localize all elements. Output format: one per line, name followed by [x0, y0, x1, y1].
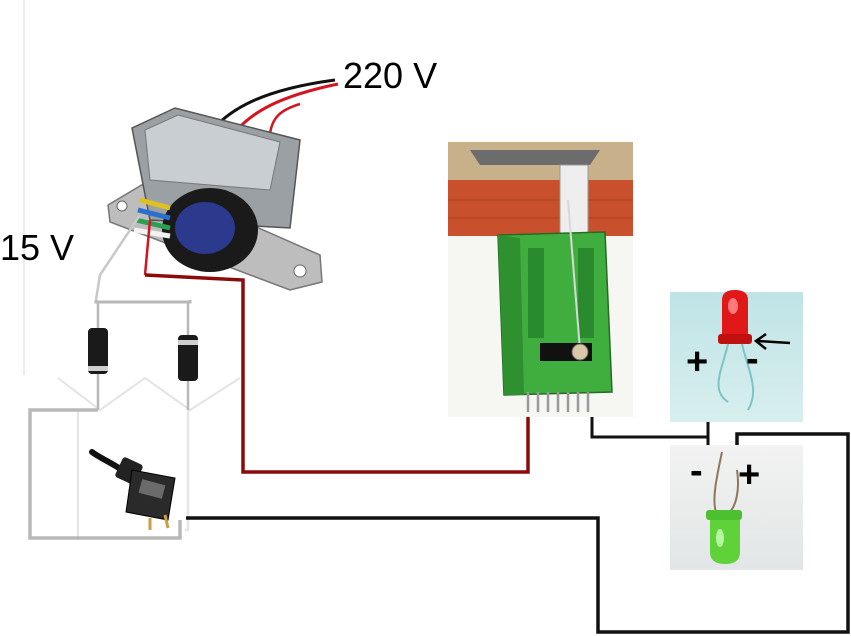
mount-hole-left — [116, 200, 128, 212]
secondary-wire-left — [94, 214, 142, 301]
secondary-voltage-label: 15 V — [0, 227, 75, 268]
wire-stub-blue — [137, 207, 171, 221]
mount-hole-right — [293, 264, 307, 278]
green-led-dome — [710, 520, 740, 564]
red-led-arrowhead — [753, 332, 767, 350]
mains-voltage-label: 220 V — [343, 55, 438, 96]
wire-stub-green — [135, 217, 171, 231]
coil-winding-blue — [175, 202, 235, 254]
wire-stub-white — [133, 227, 171, 239]
mains-wire-red-2 — [268, 102, 301, 135]
red-led-highlight — [728, 298, 738, 314]
green-led-leg-cathode — [713, 451, 723, 513]
dark-red-wire — [144, 273, 530, 474]
diode-right — [178, 335, 198, 381]
switch-lever — [89, 449, 125, 473]
green-led-plus-label: + — [738, 454, 761, 496]
red-led-arrow — [757, 339, 791, 345]
diode-right-band — [178, 340, 198, 345]
secondary-wire-red — [143, 219, 152, 276]
motor-slot — [559, 164, 589, 241]
motor-pin — [571, 343, 589, 361]
black-wire-return — [186, 432, 850, 634]
green-led-flange — [706, 510, 742, 520]
rectifier-diodes — [28, 300, 241, 540]
red-led-plus-label: + — [686, 341, 709, 383]
diode-left — [88, 328, 108, 374]
motor-side — [498, 235, 524, 395]
wire-stub-yellow — [139, 197, 171, 211]
red-led-leg-anode — [717, 343, 729, 403]
wood-baseboard — [448, 180, 633, 236]
enclosure-zigzag — [57, 376, 241, 412]
point-motor-photo — [448, 142, 633, 417]
toggle-switch — [89, 449, 176, 530]
transformer-label-plate — [144, 114, 281, 191]
green-led-minus-label: - — [690, 450, 703, 492]
grey-wire-loop — [28, 408, 182, 540]
switch-pin-2 — [163, 514, 170, 529]
switch-label — [138, 479, 166, 499]
motor-actuator-wire — [567, 199, 581, 351]
track-rails — [470, 150, 600, 165]
red-led-leg-cathode — [741, 343, 755, 411]
motor-slot-left — [528, 248, 544, 338]
diode-top-bus — [94, 300, 192, 304]
green-led — [670, 445, 803, 570]
green-led-highlight — [716, 529, 724, 547]
red-led-flange — [718, 334, 752, 344]
diode-left-band — [88, 366, 108, 371]
grey-wire-right — [185, 410, 190, 532]
red-led — [670, 290, 803, 422]
transformer-photo — [94, 78, 339, 301]
motor-slot-right — [578, 248, 594, 338]
red-led-minus-label: - — [746, 338, 759, 380]
motor-pins — [526, 392, 590, 412]
red-led-dome — [722, 290, 748, 338]
green-led-leg-anode — [729, 469, 740, 513]
